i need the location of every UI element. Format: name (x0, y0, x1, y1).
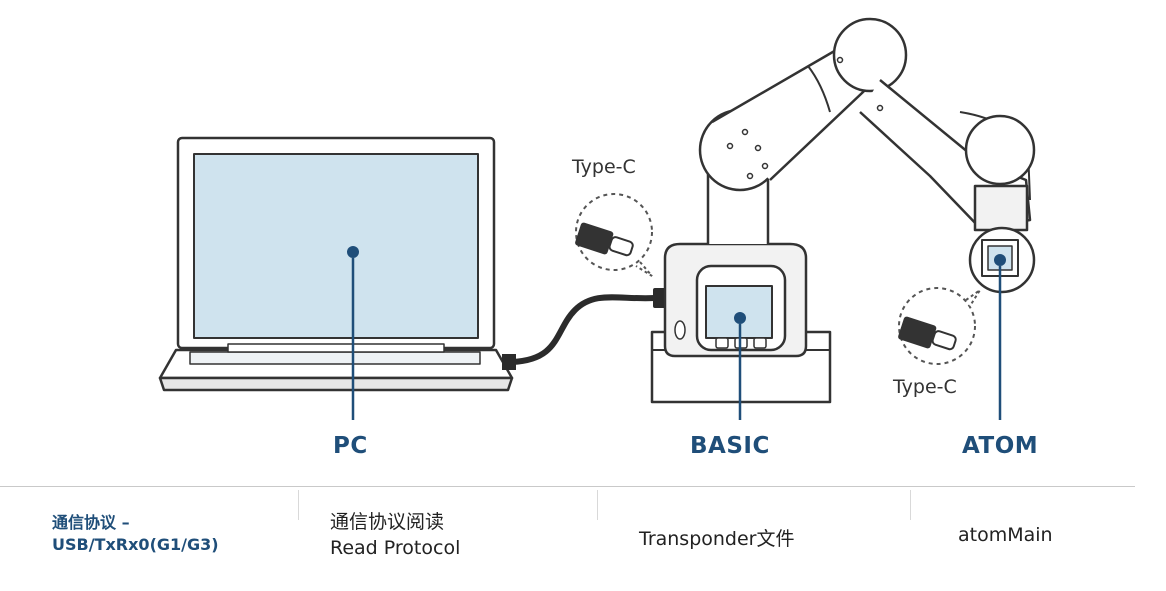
table-cell-read-protocol: 通信协议阅读 Read Protocol (330, 509, 460, 561)
laptop-illustration (158, 136, 514, 392)
table-cell-atom-main: atomMain (958, 524, 1053, 546)
read-protocol-en: Read Protocol (330, 537, 461, 559)
basic-label: BASIC (690, 433, 770, 459)
column-divider (298, 490, 299, 520)
type-c-callout-basic (575, 193, 653, 277)
usb-plug-laptop (502, 354, 516, 370)
protocol-title: 通信协议 – (52, 513, 130, 532)
basic-marker-dot (734, 312, 746, 324)
table-cell-transponder: Transponder文件 (639, 528, 795, 550)
usb-c-connector-icon (575, 222, 634, 257)
column-divider (910, 490, 911, 520)
type-c-label-atom: Type-C (893, 376, 957, 398)
robot-arm-illustration (650, 17, 1036, 404)
atom-marker-dot (994, 254, 1006, 266)
usb-cable (509, 294, 658, 365)
protocol-detail: USB/TxRx0(G1/G3) (52, 535, 219, 554)
type-c-callout-atom (898, 287, 981, 365)
type-c-label-basic: Type-C (572, 156, 636, 178)
usb-c-connector-icon (898, 316, 957, 351)
read-protocol-cn: 通信协议阅读 (330, 511, 445, 533)
column-divider (597, 490, 598, 520)
atom-label: ATOM (962, 433, 1039, 459)
pc-marker-dot (347, 246, 359, 258)
connection-diagram (158, 17, 1036, 420)
table-cell-protocol: 通信协议 – USB/TxRx0(G1/G3) (52, 512, 219, 556)
pc-label: PC (333, 433, 368, 459)
table-top-rule (0, 486, 1135, 487)
